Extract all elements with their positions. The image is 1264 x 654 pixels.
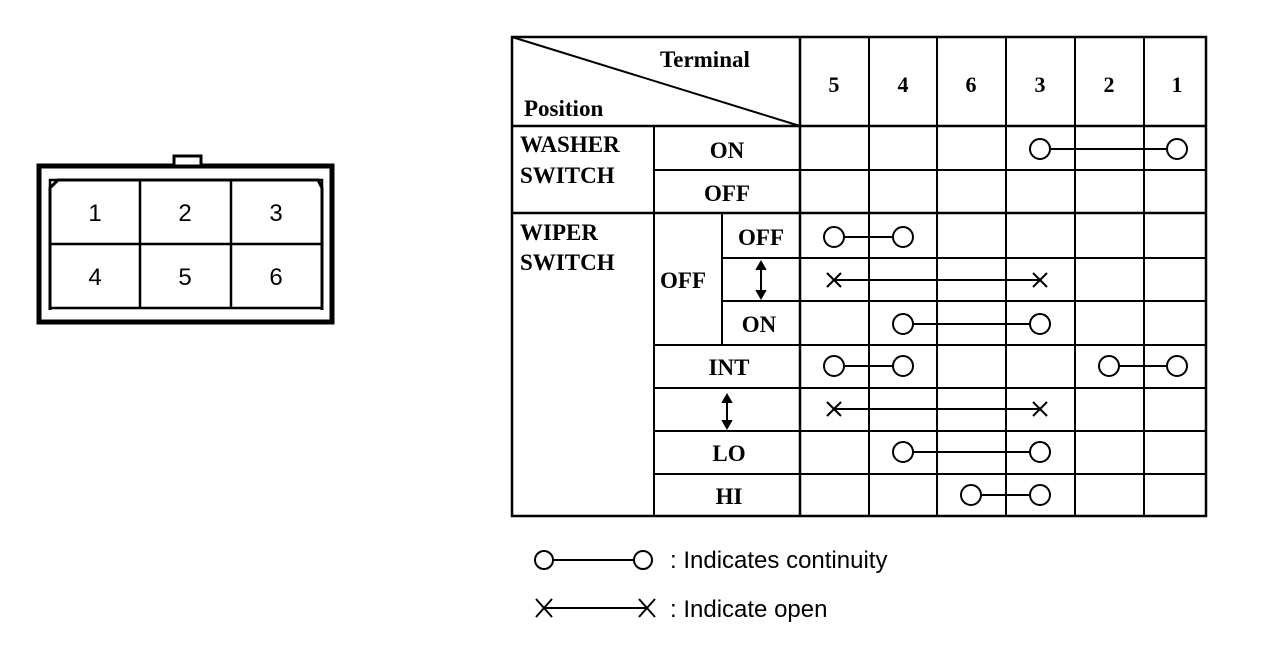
continuity-connection-wiper_int-5-4 xyxy=(823,355,914,377)
legend-continuity-text: : Indicates continuity xyxy=(670,547,887,574)
terminal-header-2: 2 xyxy=(1104,72,1115,97)
legend: : Indicates continuity : Indicate open xyxy=(534,547,887,623)
continuity-terminal-circle xyxy=(1029,484,1051,506)
wiper-switch-label-line1: WIPER xyxy=(520,220,598,245)
continuity-terminal-circle xyxy=(1029,441,1051,463)
transition-arrow-int-lo xyxy=(721,392,733,431)
washer-off-label: OFF xyxy=(704,181,750,206)
connector-pin-5: 5 xyxy=(178,264,191,291)
connector-face xyxy=(36,154,335,325)
connector-pin-6: 6 xyxy=(269,264,282,291)
continuity-connection-wiper_lo-4-3 xyxy=(892,441,1051,463)
open-terminal-cross xyxy=(1032,401,1048,417)
terminal-header-6: 6 xyxy=(966,72,977,97)
continuity-connection-wiper_off_on-4-3 xyxy=(892,313,1051,335)
legend-continuity-symbol xyxy=(534,550,653,570)
header-diagonal xyxy=(511,36,801,127)
transition-arrow-off-on xyxy=(755,259,767,301)
header-terminal-label: Terminal xyxy=(660,47,750,72)
connector-pin-4: 4 xyxy=(88,264,101,291)
continuity-terminal-circle xyxy=(823,355,845,377)
wiper-lo-label: LO xyxy=(712,441,745,466)
connector-latch xyxy=(172,154,203,168)
continuity-connection-wiper_off_off-5-4 xyxy=(823,226,914,248)
connector-pin-2: 2 xyxy=(178,200,191,227)
open-terminal-cross xyxy=(1032,272,1048,288)
legend-open-symbol xyxy=(535,598,656,618)
open-terminal-cross xyxy=(826,401,842,417)
continuity-terminal-circle xyxy=(1166,355,1188,377)
wiper-off-off-label: OFF xyxy=(738,225,784,250)
continuity-connection-washer_on-3-1 xyxy=(1029,138,1188,160)
continuity-terminal-circle xyxy=(892,441,914,463)
terminal-header-3: 3 xyxy=(1035,72,1046,97)
wiper-off-group-label: OFF xyxy=(660,268,706,293)
washer-switch-label-line2: SWITCH xyxy=(520,163,615,188)
open-connection-wiper_off_transition-5-3 xyxy=(826,272,1048,288)
open-connection-wiper_int_lo_transition-5-3 xyxy=(826,401,1048,417)
legend-open-text: : Indicate open xyxy=(670,596,827,623)
open-terminal-cross xyxy=(826,272,842,288)
wiper-int-label: INT xyxy=(709,355,750,380)
terminal-header-5: 5 xyxy=(829,72,840,97)
continuity-terminal-circle xyxy=(892,355,914,377)
wiper-hi-label: HI xyxy=(716,484,743,509)
wiper-switch-label-line2: SWITCH xyxy=(520,250,615,275)
continuity-connection-wiper_int-2-1 xyxy=(1098,355,1188,377)
transition-arrows xyxy=(721,259,767,431)
header-position-label: Position xyxy=(524,96,603,121)
wiper-off-on-label: ON xyxy=(742,312,777,337)
continuity-terminal-circle xyxy=(960,484,982,506)
washer-on-label: ON xyxy=(710,138,745,163)
connections-layer xyxy=(823,138,1188,506)
connector-pin-3: 3 xyxy=(269,200,282,227)
continuity-terminal-circle xyxy=(892,226,914,248)
terminal-header-4: 4 xyxy=(898,72,909,97)
continuity-terminal-circle xyxy=(892,313,914,335)
continuity-terminal-circle xyxy=(1029,138,1051,160)
continuity-terminal-circle xyxy=(1098,355,1120,377)
terminal-header-1: 1 xyxy=(1172,72,1183,97)
continuity-table xyxy=(510,35,1208,518)
continuity-terminal-circle xyxy=(823,226,845,248)
continuity-terminal-circle xyxy=(1029,313,1051,335)
connector-pin-1: 1 xyxy=(88,200,101,227)
continuity-terminal-circle xyxy=(1166,138,1188,160)
continuity-connection-wiper_hi-6-3 xyxy=(960,484,1051,506)
washer-switch-label-line1: WASHER xyxy=(520,132,620,157)
